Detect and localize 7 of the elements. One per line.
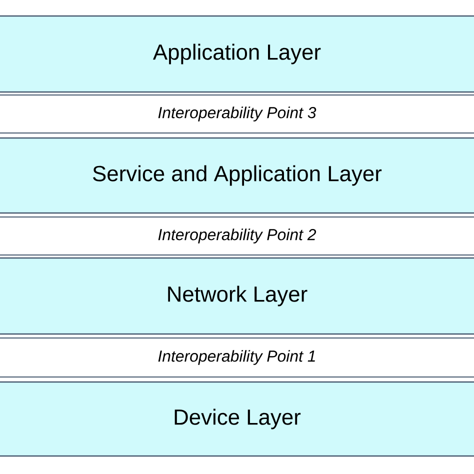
interoperability-band: Interoperability Point 1	[0, 338, 474, 378]
interoperability-band: Interoperability Point 3	[0, 94, 474, 134]
interoperability-band: Interoperability Point 2	[0, 216, 474, 256]
layer-band: Service and Application Layer	[0, 137, 474, 214]
layer-band: Application Layer	[0, 15, 474, 93]
layer-band: Network Layer	[0, 257, 474, 335]
layer-band: Device Layer	[0, 381, 474, 457]
